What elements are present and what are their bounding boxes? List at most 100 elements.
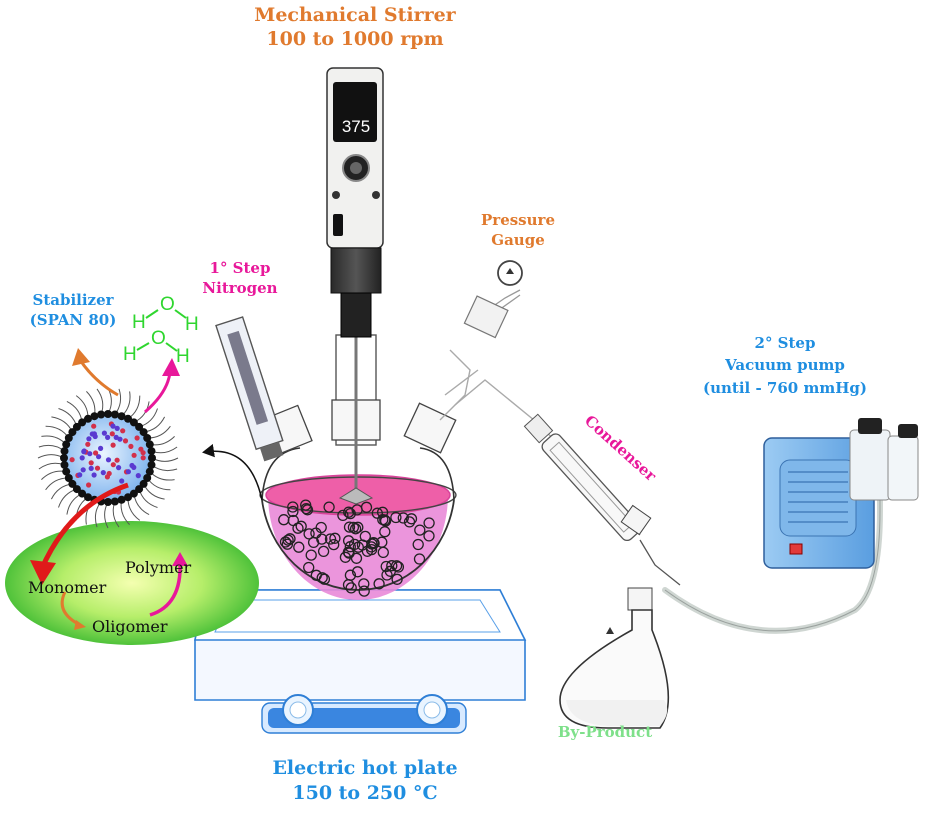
bubble — [303, 528, 315, 540]
oligomer-label: Oligomer — [92, 617, 168, 636]
flask-bubbles — [278, 499, 435, 597]
surfactant-head — [124, 414, 132, 423]
water-h-1: H — [132, 312, 146, 333]
bubble — [390, 511, 402, 524]
bubble — [281, 538, 294, 550]
bubble — [384, 565, 396, 577]
bubble — [379, 526, 391, 538]
surfactant-head — [68, 479, 77, 488]
water-o-2: O — [151, 328, 166, 349]
surfactant-head — [60, 454, 68, 462]
arrow-to-ellipse — [39, 482, 129, 570]
surfactant-head — [117, 495, 126, 504]
bubble — [423, 517, 435, 529]
monomer-dot — [109, 431, 115, 437]
micelle — [37, 387, 179, 529]
monomer-dot — [114, 425, 120, 431]
step2-label-1: 2° Step — [754, 334, 816, 352]
bubble — [373, 578, 385, 590]
bubble — [310, 569, 322, 581]
surfactant-head — [104, 498, 112, 506]
monomer-dot — [120, 428, 126, 434]
bubble — [301, 504, 314, 516]
bubble — [303, 561, 315, 574]
step2-label-2: Vacuum pump — [725, 356, 845, 374]
stirrer-title: Mechanical Stirrer — [254, 4, 456, 26]
stabilizer-label-2: (SPAN 80) — [29, 311, 117, 329]
bubble — [293, 541, 305, 553]
bubble — [323, 501, 335, 513]
condenser — [523, 413, 642, 542]
bubble — [343, 506, 355, 518]
arrow-to-water — [144, 371, 172, 414]
reaction-ellipse — [5, 521, 259, 645]
surfactant-head — [84, 493, 92, 502]
surfactant-head — [110, 410, 119, 419]
bubble — [287, 501, 299, 513]
bubble — [397, 512, 409, 524]
zoom-arrow — [202, 443, 263, 501]
mechanical-stirrer — [326, 67, 384, 338]
surfactant-head — [64, 474, 73, 482]
stirrer-button-right[interactable] — [372, 191, 380, 199]
surfactant-head — [145, 440, 154, 449]
condenser-outlet — [620, 504, 681, 611]
monomer-dot — [87, 451, 93, 457]
step2-label-3: (until - 760 mmHg) — [703, 379, 867, 397]
monomer-label: Monomer — [28, 578, 107, 597]
surfactant-head — [62, 467, 71, 476]
bubble — [317, 545, 330, 558]
monomer-dot — [116, 465, 122, 471]
bubble — [351, 566, 364, 578]
bubble — [412, 538, 424, 551]
vacuum-pump — [763, 418, 919, 569]
monomer-dot — [131, 452, 137, 458]
monomer-dot — [114, 457, 120, 463]
monomer-dot — [91, 472, 97, 478]
bubble — [310, 527, 322, 539]
surfactant-head — [64, 434, 73, 442]
water-molecules: H O H H O H — [123, 294, 199, 367]
three-neck-flask — [259, 300, 457, 600]
bubble — [379, 515, 392, 527]
bubble — [414, 524, 426, 536]
water-h-4: H — [176, 346, 190, 367]
monomer-dot — [85, 441, 91, 447]
bubble — [342, 546, 355, 558]
surfactant-head — [145, 467, 154, 476]
bubble — [405, 513, 418, 525]
bubble — [371, 507, 383, 519]
surfactant-head — [110, 497, 119, 506]
monomer-dot — [86, 482, 92, 488]
bubble — [376, 536, 388, 548]
byproduct-flask — [559, 609, 670, 729]
bubble — [328, 538, 340, 551]
surfactant-head — [143, 474, 152, 482]
byproduct-label: By-Product — [557, 723, 653, 741]
bubble — [337, 509, 349, 522]
surfactant-head — [124, 493, 132, 502]
surfactant-head — [147, 460, 156, 469]
monomer-dot — [122, 438, 129, 444]
pump-power-switch[interactable] — [789, 543, 803, 555]
bubble — [351, 504, 363, 516]
bubble — [348, 538, 361, 551]
bubble — [367, 536, 380, 549]
surfactant-head — [60, 460, 69, 469]
stirrer-button-left[interactable] — [332, 191, 340, 199]
bubble — [279, 536, 292, 548]
monomer-dot — [110, 462, 116, 468]
bubble — [365, 543, 378, 556]
monomer-dot — [128, 443, 134, 449]
bubble — [403, 516, 416, 528]
bubble — [343, 521, 356, 533]
surfactant-head — [143, 434, 152, 442]
monomer-dot — [135, 473, 141, 479]
monomer-dot — [89, 431, 95, 437]
surfactant-head — [60, 447, 69, 456]
monomer-dot — [104, 474, 110, 480]
surfactant-head — [78, 489, 87, 498]
bubble — [300, 499, 312, 511]
stirrer-range: 100 to 1000 rpm — [266, 28, 444, 50]
